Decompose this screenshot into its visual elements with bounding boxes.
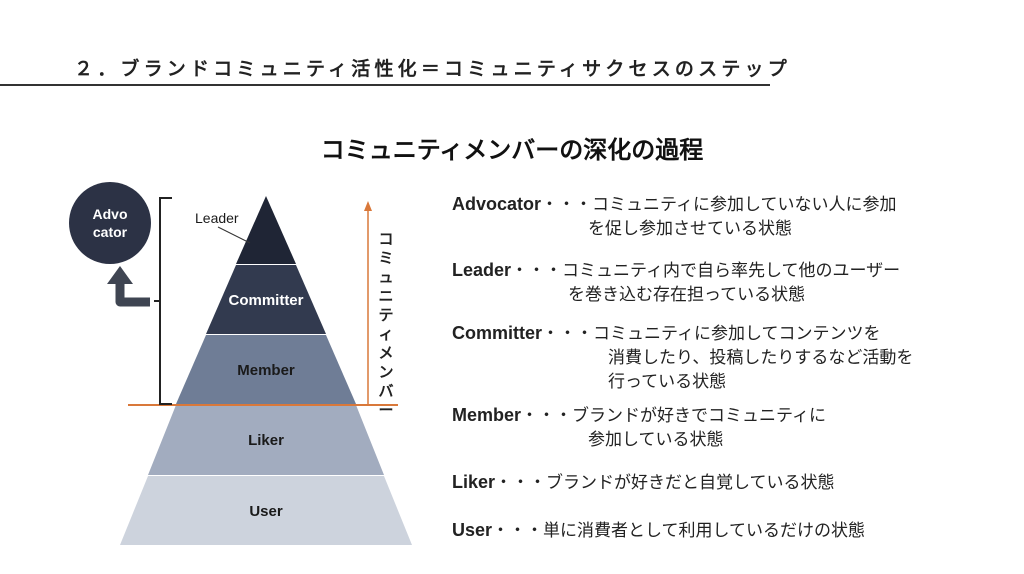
description-line: を巻き込む存在担っている状態 <box>568 285 806 305</box>
description-separator: ・・・ <box>492 521 544 541</box>
advocator-arrowhead-icon <box>107 266 133 284</box>
description-line: 行っている状態 <box>608 372 727 392</box>
section-title: ２．ブランドコミュニティ活性化＝コミュニティサクセスのステップ <box>74 58 791 80</box>
pyramid-tier-committer <box>206 265 326 334</box>
advocator-label-line1: Advo <box>93 206 128 222</box>
tier-label-leader: Leader <box>195 210 239 226</box>
description-member: Member・・・ブランドが好きでコミュニティに 参加している状態 <box>452 403 826 452</box>
depth-axis-arrowhead <box>364 201 372 211</box>
tier-label-user: User <box>249 503 283 520</box>
advocator-circle <box>69 182 151 264</box>
description-line: ブランドが好きでコミュニティに <box>572 406 827 426</box>
advocator-label-line2: cator <box>93 224 128 240</box>
description-advocator: Advocator・・・コミュニティに参加していない人に参加 を促し参加させてい… <box>452 192 897 241</box>
pyramid-tier-user <box>120 476 412 545</box>
advocator-arrow-icon <box>115 282 150 307</box>
description-term: Liker <box>452 472 496 492</box>
description-separator: ・・・ <box>541 195 593 215</box>
description-term: Member <box>452 405 522 425</box>
description-liker: Liker・・・ブランドが好きだと自覚している状態 <box>452 470 835 495</box>
tier-label-liker: Liker <box>248 432 284 449</box>
description-term: Committer <box>452 323 543 343</box>
description-leader: Leader・・・コミュニティ内で自ら率先して他のユーザー を巻き込む存在担って… <box>452 258 900 307</box>
leader-callout-line <box>217 226 251 244</box>
description-separator: ・・・ <box>495 473 547 493</box>
tier-label-member: Member <box>237 362 295 379</box>
description-term: Leader <box>452 260 512 280</box>
description-separator: ・・・ <box>511 261 563 281</box>
pyramid-tier-liker <box>148 405 384 475</box>
description-line: コミュニティに参加してコンテンツを <box>593 324 881 344</box>
tier-label-committer: Committer <box>228 292 303 309</box>
description-committer: Committer・・・コミュニティに参加してコンテンツを 消費したり、投稿した… <box>452 321 913 394</box>
description-line: ブランドが好きだと自覚している状態 <box>546 473 835 493</box>
section-divider <box>0 84 770 86</box>
pyramid-tier-member <box>176 335 356 404</box>
description-line: 単に消費者として利用しているだけの状態 <box>543 521 866 541</box>
pyramid-tier-leader <box>236 196 296 264</box>
community-bracket <box>154 197 172 405</box>
description-line: 参加している状態 <box>588 430 724 450</box>
description-user: User・・・単に消費者として利用しているだけの状態 <box>452 518 865 543</box>
description-separator: ・・・ <box>542 324 594 344</box>
page-title: コミュニティメンバーの深化の過程 <box>320 136 704 164</box>
community-member-axis-label: コ ミ ュ ニ テ ィ メ ン バ ー <box>378 230 394 419</box>
description-separator: ・・・ <box>521 406 573 426</box>
description-term: User <box>452 520 493 540</box>
description-line: コミュニティ内で自ら率先して他のユーザー <box>562 261 901 281</box>
description-line: を促し参加させている状態 <box>588 219 792 239</box>
description-line: 消費したり、投稿したりするなど活動を <box>608 348 914 368</box>
description-line: コミュニティに参加していない人に参加 <box>592 195 897 215</box>
description-term: Advocator <box>452 194 542 214</box>
